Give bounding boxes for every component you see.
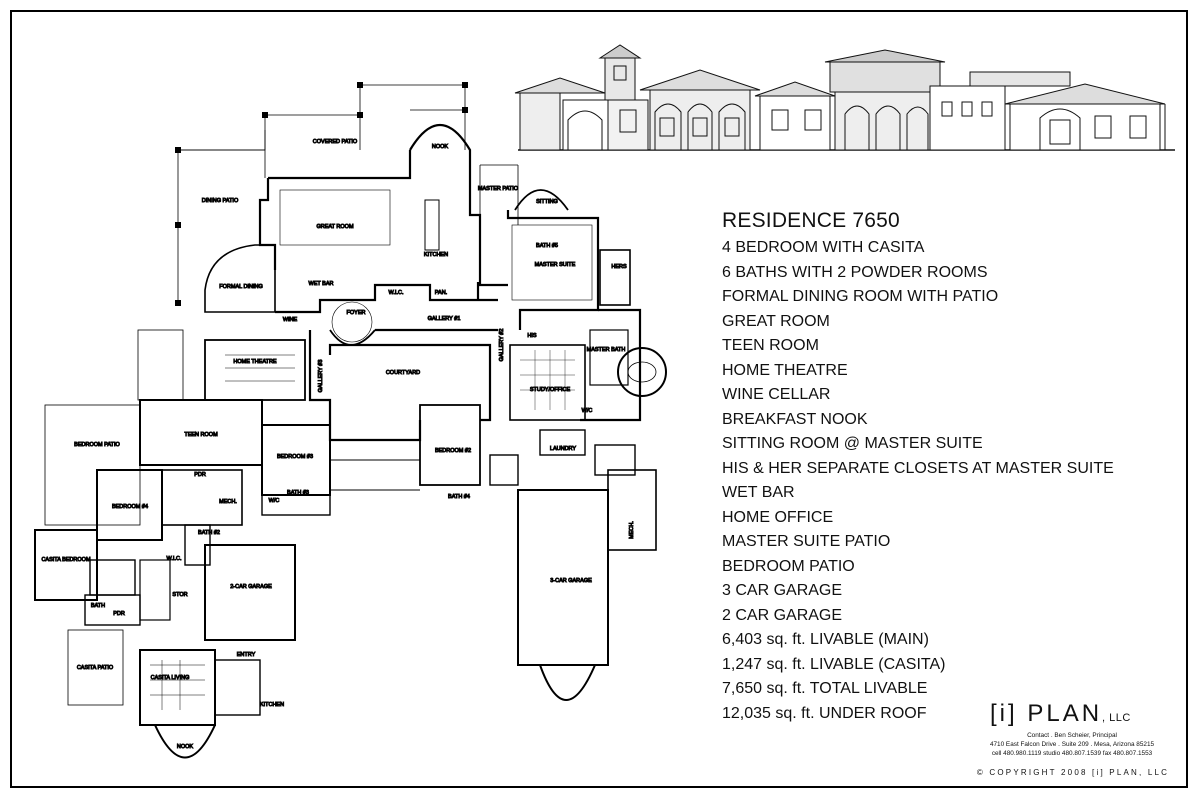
label-laundry: LAUNDRY	[550, 446, 577, 452]
feature-item: 2 CAR GARAGE	[722, 606, 843, 624]
label-nook: NOOK	[432, 144, 449, 150]
label-teen-room: TEEN ROOM	[184, 432, 218, 438]
feature-item: 12,035 sq. ft. UNDER ROOF	[722, 704, 927, 722]
label-master-suite: MASTER SUITE	[535, 262, 576, 268]
contact-line: Contact . Ben Scheier, Principal	[1027, 732, 1117, 739]
logo-suffix: , LLC	[1102, 712, 1131, 724]
label-casita-bedroom: CASITA BEDROOM	[41, 557, 91, 563]
feature-item: 6,403 sq. ft. LIVABLE (MAIN)	[722, 631, 929, 648]
label-formal-dining: FORMAL DINING	[219, 284, 263, 290]
contact-block: Contact . Ben Scheier, Principal 4710 Ea…	[962, 731, 1182, 758]
label-wic-2: W.I.C.	[167, 556, 182, 562]
label-bedroom-4: BEDROOM #4	[112, 504, 148, 510]
label-home-theatre: HOME THEATRE	[233, 359, 277, 365]
label-2-car-garage: 2-CAR GARAGE	[230, 584, 272, 590]
label-casita-living: CASITA LIVING	[151, 675, 190, 681]
feature-item: HIS & HER SEPARATE CLOSETS AT MASTER SUI…	[722, 459, 1114, 477]
company-logo: [i] PLAN, LLC	[990, 700, 1131, 728]
label-pdr-2: PDR	[113, 611, 125, 617]
label-pan: PAN.	[435, 290, 448, 296]
label-sitting: SITTING	[536, 199, 558, 205]
feature-item: HOME OFFICE	[722, 508, 834, 526]
feature-item: 4 BEDROOM WITH CASITA	[722, 239, 925, 256]
label-bath-5: BATH #5	[536, 243, 558, 249]
label-wic: W.I.C.	[389, 290, 404, 296]
label-master-bath: MASTER BATH	[587, 347, 626, 353]
feature-item: MASTER SUITE PATIO	[722, 533, 891, 550]
label-great-room: GREAT ROOM	[316, 224, 353, 230]
label-nook-2: NOOK	[177, 744, 194, 750]
label-hers: HERS	[611, 264, 627, 270]
label-gallery-3: GALLERY #3	[318, 360, 324, 393]
label-mech: MECH.	[219, 499, 237, 505]
feature-item: 6 BATHS WITH 2 POWDER ROOMS	[722, 263, 988, 281]
label-mech-2: MECH.	[629, 521, 635, 539]
label-bedroom-2: BEDROOM #2	[435, 448, 471, 454]
label-gallery-2: GALLERY #2	[499, 329, 505, 362]
feature-item: 7,650 sq. ft. TOTAL LIVABLE	[722, 680, 928, 697]
label-bath-4: BATH #4	[448, 494, 470, 500]
label-courtyard: COURTYARD	[386, 370, 420, 376]
label-bath: BATH	[91, 603, 105, 609]
label-casita-patio: CASITA PATIO	[77, 665, 114, 671]
feature-item: FORMAL DINING ROOM WITH PATIO	[722, 288, 999, 305]
label-master-patio: MASTER PATIO	[478, 186, 519, 192]
copyright-text: © COPYRIGHT 2008 [i] PLAN, LLC	[976, 768, 1170, 777]
label-dining-patio: DINING PATIO	[202, 198, 239, 204]
label-entry: ENTRY	[237, 652, 256, 658]
feature-item: BEDROOM PATIO	[722, 557, 855, 575]
logo-text: [i] PLAN	[990, 700, 1103, 727]
residence-title: RESIDENCE 7650	[722, 209, 900, 232]
address-line: 4710 East Falcon Drive . Suite 209 . Mes…	[989, 741, 1155, 748]
feature-item: HOME THEATRE	[722, 361, 848, 379]
label-bath-3: BATH #3	[287, 490, 309, 496]
label-covered-patio: COVERED PATIO	[313, 139, 358, 145]
label-gallery-1: GALLERY #1	[428, 316, 461, 322]
label-kitchen: KITCHEN	[424, 252, 448, 258]
label-bedroom-3: BEDROOM #3	[277, 454, 313, 460]
feature-item: WET BAR	[722, 484, 795, 501]
feature-item: WINE CELLAR	[722, 386, 831, 403]
feature-item: GREAT ROOM	[722, 312, 830, 330]
label-bath-2: BATH #2	[198, 530, 220, 536]
feature-list: RESIDENCE 7650 4 BEDROOM WITH CASITA 6 B…	[722, 208, 1182, 726]
label-3-car-garage: 3-CAR GARAGE	[550, 578, 592, 584]
label-pdr: PDR	[194, 472, 206, 478]
feature-item: SITTING ROOM @ MASTER SUITE	[722, 435, 983, 452]
label-wine: WINE	[283, 317, 298, 323]
feature-item: 1,247 sq. ft. LIVABLE (CASITA)	[722, 655, 946, 673]
label-his: HIS	[527, 333, 537, 339]
label-bedroom-patio: BEDROOM PATIO	[74, 442, 120, 448]
label-stor: STOR	[172, 592, 187, 598]
label-foyer: FOYER	[347, 310, 366, 316]
label-kitchen-2: KITCHEN	[260, 702, 284, 708]
feature-item: BREAKFAST NOOK	[722, 410, 868, 428]
label-wc-master: W/C	[582, 408, 593, 414]
label-wet-bar: WET BAR	[309, 281, 334, 287]
phone-line: cell 480.980.1119 studio 480.807.1539 fa…	[991, 750, 1153, 757]
label-wc-bed3: W/C	[269, 498, 280, 504]
feature-item: 3 CAR GARAGE	[722, 582, 843, 599]
front-elevation	[514, 44, 1175, 151]
floor-plan: COVERED PATIO NOOK DINING PATIO GREAT RO…	[34, 82, 667, 759]
label-study-office: STUDY/OFFICE	[530, 387, 571, 393]
feature-item: TEEN ROOM	[722, 337, 819, 354]
